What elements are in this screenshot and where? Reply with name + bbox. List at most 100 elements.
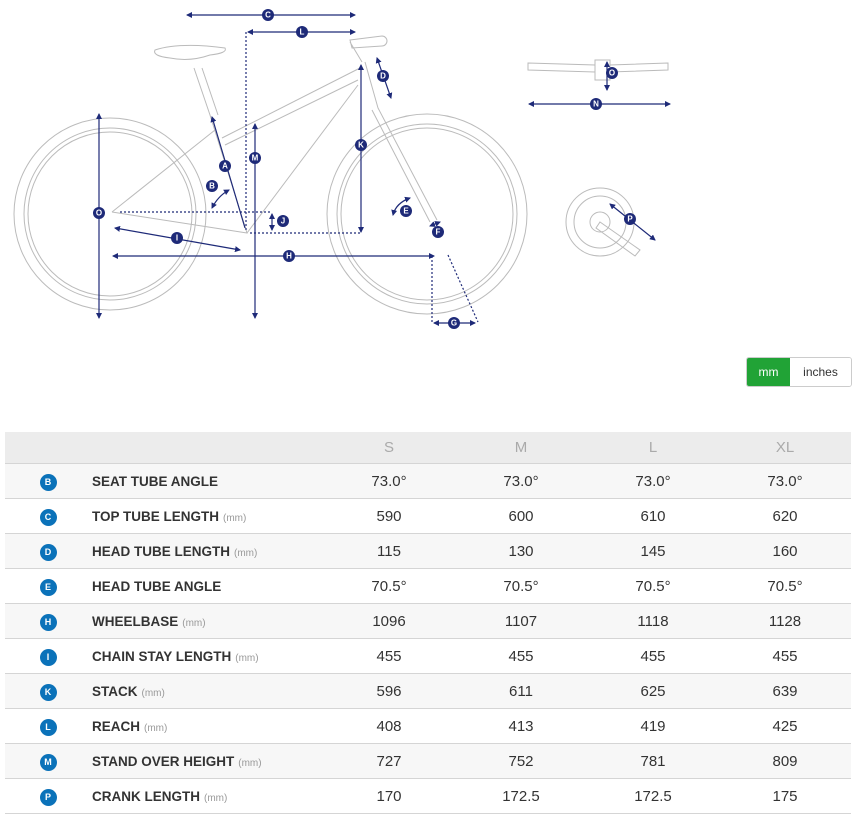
svg-text:E: E <box>403 207 409 216</box>
value-cell: 70.5° <box>323 568 455 604</box>
value-cell: 590 <box>323 498 455 534</box>
svg-text:K: K <box>358 141 364 150</box>
value-cell: 727 <box>323 743 455 779</box>
bike-geometry-diagram: C L D A M K B O E J F I H G N O P <box>13 9 671 329</box>
row-badge-cell: L <box>5 708 91 744</box>
dimension-badge: B <box>39 473 57 491</box>
row-name-cell: HEAD TUBE ANGLE <box>91 568 323 604</box>
dimension-name: STACK <box>92 683 138 699</box>
dimension-unit: (mm) <box>235 652 259 664</box>
svg-text:G: G <box>451 319 457 328</box>
dimension-badge: M <box>39 753 57 771</box>
row-name-cell: CRANK LENGTH(mm) <box>91 778 323 814</box>
value-cell: 455 <box>719 638 851 674</box>
label-m: M <box>249 152 261 164</box>
label-l: L <box>296 26 308 38</box>
label-p: P <box>624 213 636 225</box>
svg-text:A: A <box>222 162 228 171</box>
svg-text:D: D <box>380 72 386 81</box>
label-n: N <box>590 98 602 110</box>
svg-text:C: C <box>265 11 271 20</box>
row-name-cell: HEAD TUBE LENGTH(mm) <box>91 533 323 569</box>
svg-text:J: J <box>281 217 285 226</box>
dimension-lines <box>96 12 671 326</box>
size-header-l: L <box>587 432 719 464</box>
label-o: O <box>93 207 105 219</box>
value-cell: 115 <box>323 533 455 569</box>
svg-text:O: O <box>609 69 615 78</box>
value-cell: 175 <box>719 778 851 814</box>
svg-text:N: N <box>593 100 599 109</box>
svg-text:B: B <box>209 182 215 191</box>
dimension-badge: L <box>39 718 57 736</box>
dimension-name: REACH <box>92 718 141 734</box>
label-g: G <box>448 317 460 329</box>
dimension-name: STAND OVER HEIGHT <box>92 753 235 769</box>
row-badge-cell: K <box>5 673 91 709</box>
value-cell: 752 <box>455 743 587 779</box>
row-badge-cell: H <box>5 603 91 639</box>
value-cell: 610 <box>587 498 719 534</box>
value-cell: 73.0° <box>323 463 455 499</box>
dimension-unit: (mm) <box>238 757 262 769</box>
value-cell: 455 <box>587 638 719 674</box>
value-cell: 809 <box>719 743 851 779</box>
value-cell: 781 <box>587 743 719 779</box>
dimension-badge: K <box>39 683 57 701</box>
value-cell: 73.0° <box>719 463 851 499</box>
dimension-name: HEAD TUBE ANGLE <box>92 578 222 594</box>
value-cell: 1118 <box>587 603 719 639</box>
dimension-unit: (mm) <box>141 687 165 699</box>
dimension-badge: I <box>39 648 57 666</box>
label-k: K <box>355 139 367 151</box>
value-cell: 1107 <box>455 603 587 639</box>
row-badge-cell: C <box>5 498 91 534</box>
dimension-name: CRANK LENGTH <box>92 788 200 804</box>
dimension-badge: D <box>39 543 57 561</box>
unit-mm-button[interactable]: mm <box>747 358 790 386</box>
size-header-m: M <box>455 432 587 464</box>
value-cell: 1096 <box>323 603 455 639</box>
value-cell: 419 <box>587 708 719 744</box>
size-header-xl: XL <box>719 432 851 464</box>
header-blank <box>91 432 323 464</box>
unit-inches-button[interactable]: inches <box>790 358 851 386</box>
dimension-name: HEAD TUBE LENGTH <box>92 543 230 559</box>
value-cell: 596 <box>323 673 455 709</box>
value-cell: 620 <box>719 498 851 534</box>
value-cell: 611 <box>455 673 587 709</box>
row-badge-cell: I <box>5 638 91 674</box>
dimension-badge: C <box>39 508 57 526</box>
row-name-cell: STACK(mm) <box>91 673 323 709</box>
value-cell: 172.5 <box>587 778 719 814</box>
dimension-unit: (mm) <box>182 617 206 629</box>
value-cell: 170 <box>323 778 455 814</box>
label-f: F <box>432 226 444 238</box>
value-cell: 73.0° <box>455 463 587 499</box>
dimension-name: TOP TUBE LENGTH <box>92 508 220 524</box>
row-name-cell: CHAIN STAY LENGTH(mm) <box>91 638 323 674</box>
value-cell: 455 <box>323 638 455 674</box>
bike-outline <box>13 35 669 315</box>
value-cell: 1128 <box>719 603 851 639</box>
value-cell: 455 <box>455 638 587 674</box>
dimension-unit: (mm) <box>223 512 247 524</box>
dimension-badge: E <box>39 578 57 596</box>
value-cell: 73.0° <box>587 463 719 499</box>
row-name-cell: TOP TUBE LENGTH(mm) <box>91 498 323 534</box>
label-a: A <box>219 160 231 172</box>
row-badge-cell: E <box>5 568 91 604</box>
label-c: C <box>262 9 274 21</box>
value-cell: 70.5° <box>719 568 851 604</box>
value-cell: 600 <box>455 498 587 534</box>
svg-text:M: M <box>252 154 259 163</box>
value-cell: 413 <box>455 708 587 744</box>
row-badge-cell: P <box>5 778 91 814</box>
